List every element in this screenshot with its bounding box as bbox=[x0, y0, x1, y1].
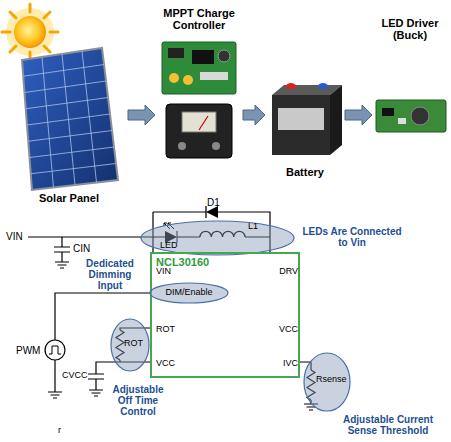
ellipse-outline bbox=[140, 220, 295, 256]
part-label: CIN bbox=[73, 243, 97, 254]
highlight-shape bbox=[141, 221, 294, 255]
battery-body bbox=[272, 95, 330, 155]
battery-terminal bbox=[286, 83, 296, 89]
board-capacitor bbox=[183, 75, 193, 85]
controller-gauge bbox=[182, 112, 216, 132]
highlight-ellipse: LED L1 bbox=[140, 220, 295, 256]
panel-grid bbox=[23, 51, 116, 188]
callout-text: LEDs Are Connected to Vin bbox=[298, 226, 406, 248]
signal-label: VIN bbox=[6, 231, 30, 242]
board-inductor bbox=[218, 50, 230, 62]
callout-text: Adjustable Current Sense Threshold bbox=[330, 414, 446, 436]
illustration-node: Solar Panel bbox=[10, 5, 128, 210]
board-inductor bbox=[411, 107, 429, 125]
capacitor-symbol bbox=[54, 237, 70, 268]
pin-name: IVC bbox=[262, 359, 298, 369]
callout-text: Adjustable Off Time Control bbox=[104, 384, 172, 417]
node-text: MPPT Charge Controller bbox=[155, 7, 243, 31]
node-text: LED bbox=[160, 241, 184, 251]
board-connector bbox=[200, 72, 228, 80]
signal-label: PWM bbox=[16, 345, 44, 356]
node-text: Rsense bbox=[316, 375, 350, 385]
board-chip bbox=[192, 50, 214, 64]
pulse-symbol bbox=[49, 346, 61, 354]
flow-arrow bbox=[243, 105, 265, 125]
battery-top bbox=[272, 85, 342, 95]
node-text: L1 bbox=[248, 222, 268, 232]
ic-chip: NCL30160VINDRVROTVCCVCCIVCDIM/Enable bbox=[150, 252, 300, 378]
controller-knob bbox=[178, 142, 186, 150]
node-text: ROT bbox=[124, 339, 148, 349]
board-capacitor bbox=[169, 73, 179, 83]
pin-name: VCC bbox=[156, 359, 186, 369]
highlight-shape bbox=[111, 319, 149, 371]
node-text: Battery bbox=[265, 166, 345, 178]
pin-name: ROT bbox=[156, 325, 186, 335]
sun-rays bbox=[2, 4, 58, 60]
board-part bbox=[398, 118, 406, 124]
battery-terminal bbox=[318, 83, 328, 89]
stray-mark: r bbox=[58, 426, 68, 436]
controller-knob bbox=[212, 142, 220, 150]
charge-controller-unit bbox=[166, 104, 232, 158]
highlight-ellipse: ROT bbox=[110, 318, 150, 372]
battery-side bbox=[330, 85, 342, 155]
highlight-ellipse: Rsense bbox=[303, 352, 351, 412]
pwm-source bbox=[45, 340, 65, 360]
flow-arrow bbox=[128, 105, 155, 125]
highlight-shape bbox=[304, 353, 350, 411]
diode-bar bbox=[205, 206, 206, 218]
part-label: D1 bbox=[207, 197, 227, 208]
battery-sticker bbox=[278, 108, 324, 130]
board-chip bbox=[382, 108, 394, 116]
pin-name: VCC bbox=[262, 325, 298, 335]
pin-name: DRV bbox=[262, 267, 298, 277]
highlight-ellipse: DIM/Enable bbox=[149, 282, 229, 304]
sun-disc bbox=[14, 16, 46, 48]
illustration-node: MPPT Charge Controller bbox=[155, 5, 243, 165]
node-text: Solar Panel bbox=[10, 192, 128, 204]
node-text: DIM/Enable bbox=[149, 288, 229, 298]
pin-name: VIN bbox=[156, 267, 186, 277]
highlight-shape bbox=[150, 283, 228, 303]
board-chip bbox=[168, 48, 184, 58]
led-driver-board bbox=[376, 100, 446, 132]
illustration-node: Battery bbox=[265, 70, 345, 182]
charge-controller-board bbox=[162, 42, 236, 94]
callout-text: Dedicated Dimming Input bbox=[78, 258, 142, 291]
part-label: CVCC bbox=[62, 371, 90, 381]
illustration-node: LED Driver (Buck) bbox=[372, 15, 448, 140]
flow-arrow bbox=[345, 105, 372, 125]
node-text: LED Driver (Buck) bbox=[372, 17, 448, 41]
solar-panel bbox=[22, 48, 118, 190]
gauge-needle bbox=[199, 116, 208, 130]
